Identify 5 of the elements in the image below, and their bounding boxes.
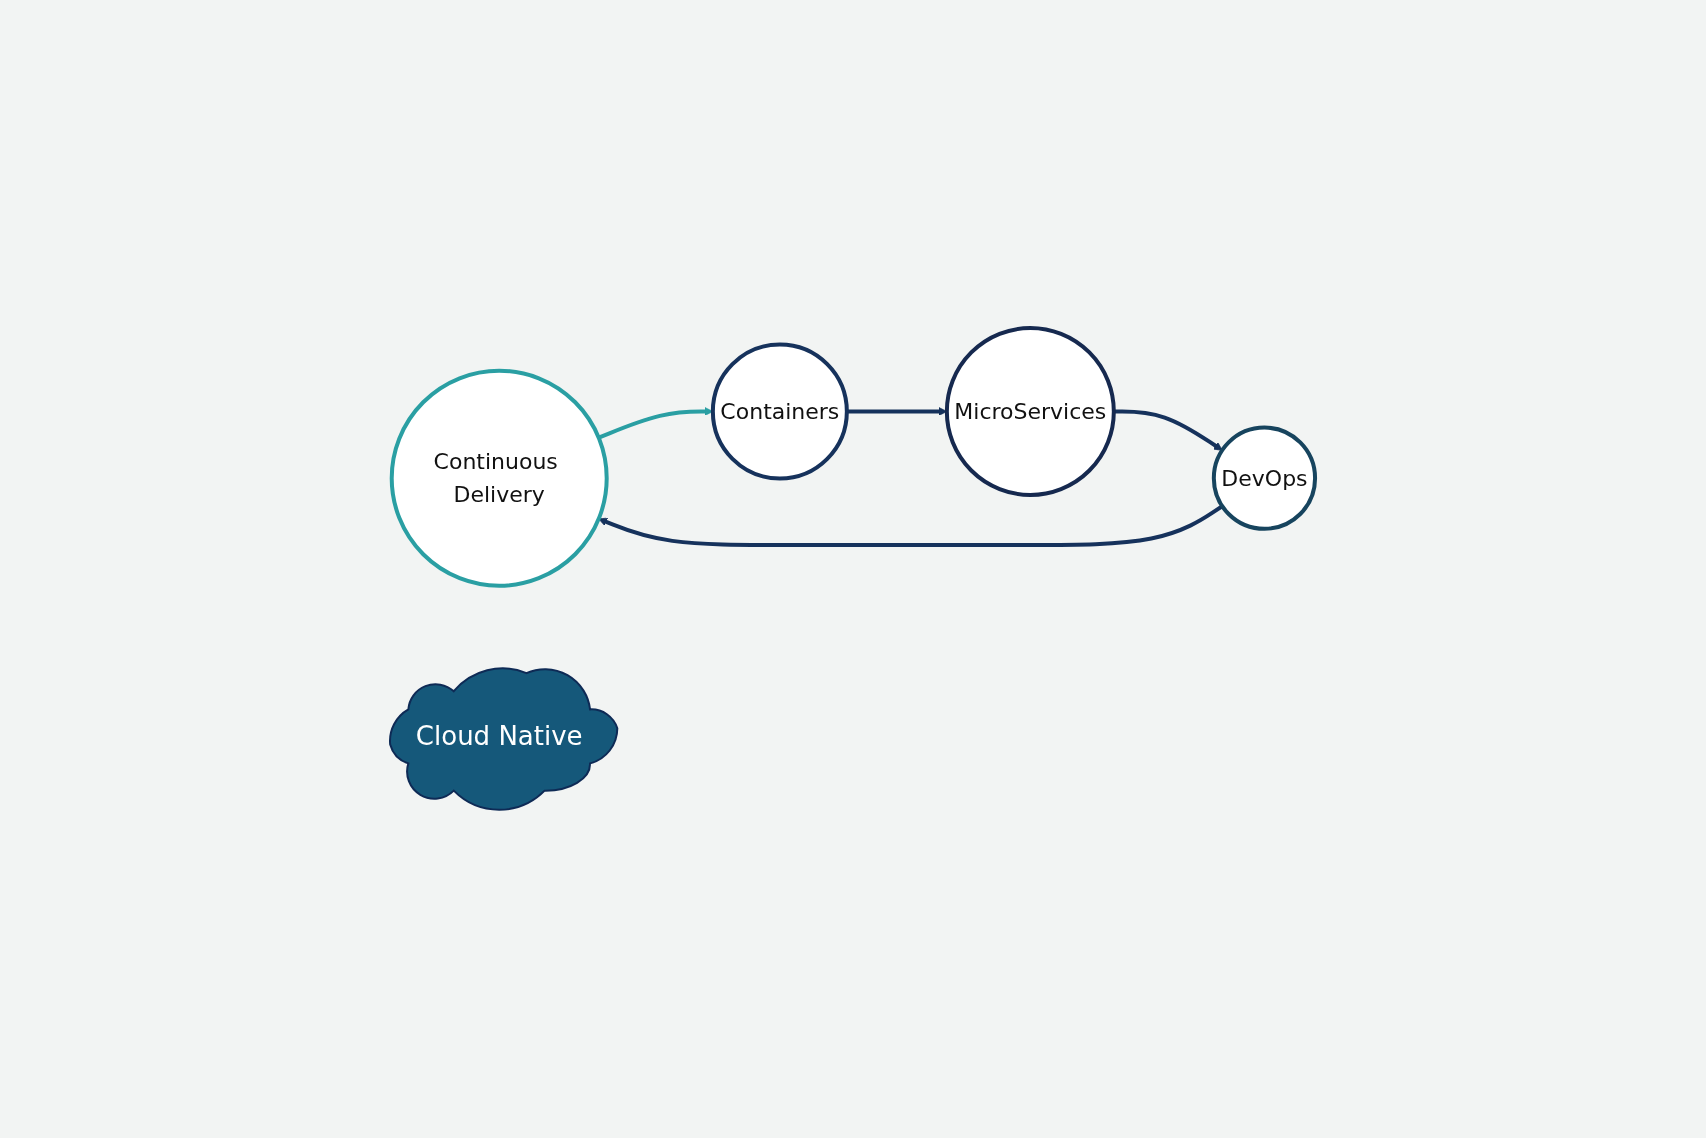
node-circle: Containers xyxy=(711,342,850,481)
node-circle: Continuous Delivery xyxy=(390,368,610,588)
node-circle: DevOps xyxy=(1212,425,1318,531)
node-circle: MicroServices xyxy=(945,326,1117,498)
arrow xyxy=(598,504,1224,548)
